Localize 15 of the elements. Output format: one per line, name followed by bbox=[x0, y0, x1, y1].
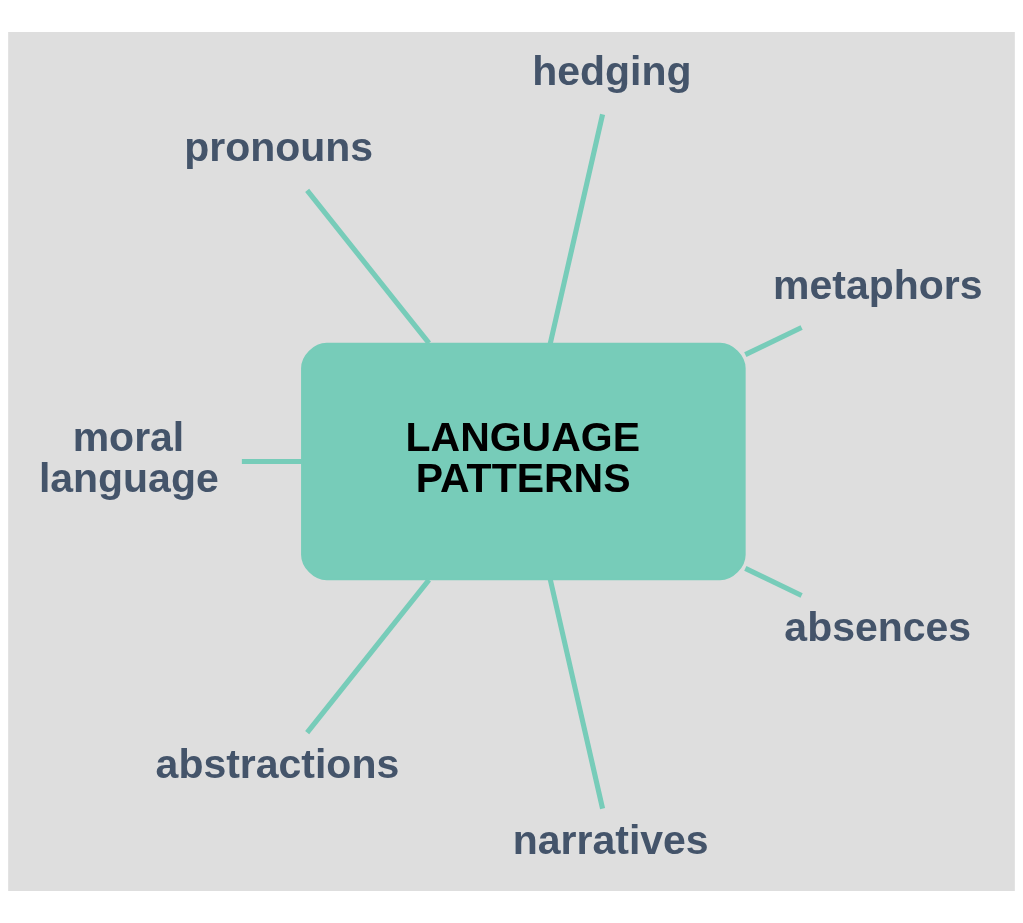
connector bbox=[305, 578, 431, 735]
node-text: abstractions bbox=[155, 740, 400, 787]
connector bbox=[547, 113, 606, 345]
node-text: hedging bbox=[532, 48, 692, 95]
connector bbox=[744, 325, 803, 357]
node-text: metaphors bbox=[773, 261, 983, 308]
node-text: absences bbox=[784, 603, 972, 650]
node-text: moral language bbox=[38, 414, 219, 502]
node-text: narratives bbox=[512, 817, 709, 864]
connector bbox=[744, 566, 803, 598]
node-box: LANGUAGE PATTERNS bbox=[301, 342, 746, 581]
connector bbox=[305, 188, 431, 345]
node-text: pronouns bbox=[184, 124, 374, 171]
connector bbox=[547, 578, 606, 810]
connector bbox=[241, 458, 302, 465]
